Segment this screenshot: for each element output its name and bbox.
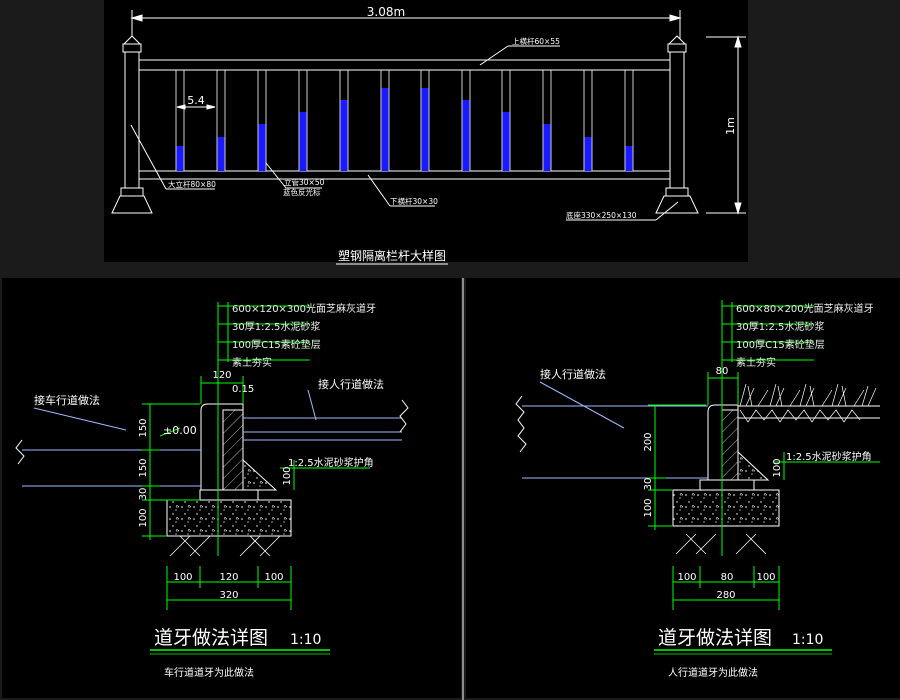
left-dim-top-120: 120 [212,370,231,381]
baluster-reflector-5 [340,100,348,171]
right-dim-top-80: 80 [716,366,729,377]
left-dim-slope: 0.15 [232,384,254,395]
right-layer-4: 素土夯实 [736,356,776,369]
baluster-reflector-6 [381,88,389,171]
baluster-reflector-7 [421,88,429,171]
left-detail-scale: 1:10 [290,632,321,648]
baluster-reflector-8 [462,100,470,171]
left-dim-150b: 150 [138,458,149,477]
baluster-reflector-3 [258,124,266,171]
baluster-reflector-2 [217,137,225,171]
left-dim-100: 100 [138,508,149,527]
left-dim-b2: 120 [219,572,238,583]
right-dim-b3: 100 [756,572,775,583]
right-dim-200: 200 [643,432,654,451]
left-detail-subtitle: 车行道道牙为此做法 [164,666,254,679]
left-dim-150a: 150 [138,418,149,437]
right-curb-section [515,300,880,610]
right-detail-title: 道牙做法详图 [658,627,772,649]
baluster-label: 立管30×50 [284,177,325,187]
right-detail-scale: 1:10 [792,632,823,648]
railing-labels: 3.08m 1m 5.4 上横杆60×55 大立杆80×80 立管30×50 蓝… [168,5,737,220]
right-layer-2: 30厚1:2.5水泥砂浆 [736,320,824,333]
right-walk-label: 接人行道做法 [540,367,606,381]
right-detail-subtitle: 人行道道牙为此做法 [668,666,758,679]
left-layer-3: 100厚C15素砼垫层 [232,338,321,351]
left-dim-b1: 100 [173,572,192,583]
base-label: 底座330×250×130 [566,210,637,220]
right-dim-100: 100 [643,498,654,517]
baluster-reflector-12 [625,146,633,171]
left-dim-b3: 100 [264,572,283,583]
left-curb-section [15,302,409,610]
left-haunch-label: 1:2.5水泥砂浆护角 [288,456,374,469]
bottom-rail-label: 下横杆30×30 [390,196,438,206]
left-dim-total: 320 [219,590,238,601]
baluster-reflector-11 [584,137,592,171]
post-label: 大立杆80×80 [168,179,216,189]
height-label: 1m [724,117,737,135]
baluster-note-label: 蓝色反光标 [283,187,321,197]
baluster-reflector-1 [176,146,184,171]
left-elevation-label: ±0.00 [163,424,197,437]
right-dim-total: 280 [716,590,735,601]
overall-width-label: 3.08m [367,5,405,19]
baluster-reflector-9 [502,112,510,171]
left-layer-2: 30厚1:2.5水泥砂浆 [232,320,320,333]
left-dim-30: 30 [138,488,149,501]
left-layer-1: 600×120×300光面芝麻灰道牙 [232,302,376,315]
left-walk-label: 接人行道做法 [318,377,384,391]
spacing-label: 5.4 [187,94,205,107]
right-dim-haunch: 100 [772,458,783,477]
right-haunch-label: 1:2.5水泥砂浆护角 [786,450,872,463]
right-curb-labels: 600×80×200光面芝麻灰道牙 30厚1:2.5水泥砂浆 100厚C15素砼… [540,302,874,601]
railing-title: 塑钢隔离栏杆大样图 [338,248,446,263]
left-detail-title: 道牙做法详图 [154,627,268,649]
right-dim-30: 30 [643,478,654,491]
baluster-group [175,69,634,172]
right-detail-panel [466,278,900,698]
railing-elevation [111,10,746,221]
left-dim-haunch: 100 [282,466,293,485]
left-layer-4: 素土夯实 [232,356,272,369]
right-layer-3: 100厚C15素砼垫层 [736,338,825,351]
baluster-reflector-4 [299,112,307,171]
right-dim-b1: 100 [677,572,696,583]
top-rail-label: 上横杆60×55 [512,36,560,46]
baluster-reflector-10 [543,124,551,171]
left-curb-labels: 600×120×300光面芝麻灰道牙 30厚1:2.5水泥砂浆 100厚C15素… [34,302,384,601]
left-road-label: 接车行道做法 [34,393,100,407]
right-layer-1: 600×80×200光面芝麻灰道牙 [736,302,874,315]
right-dim-b2: 80 [721,572,734,583]
